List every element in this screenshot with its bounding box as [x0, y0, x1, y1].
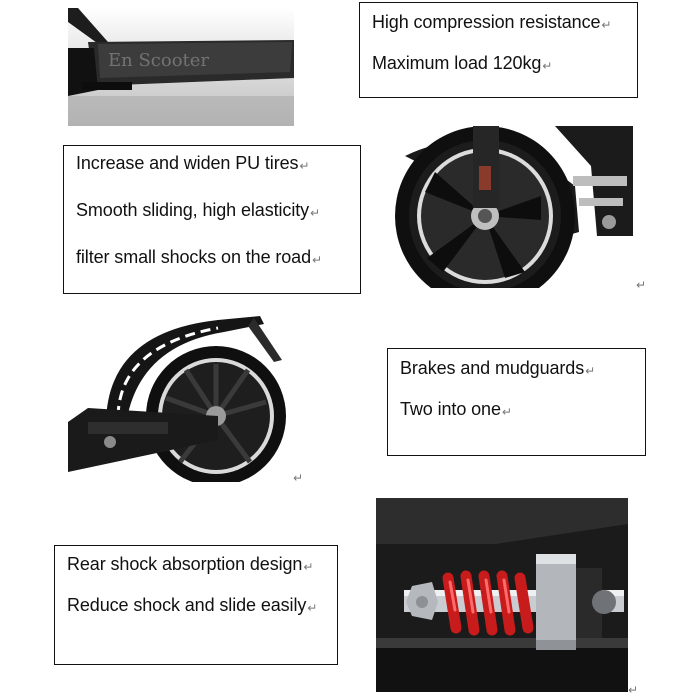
shock-spring-icon — [376, 498, 628, 692]
feature-line: Two into one↵ — [400, 399, 512, 419]
return-mark: ↵ — [293, 471, 304, 485]
front-wheel-icon — [365, 126, 633, 288]
feature-line: Rear shock absorption design↵ — [67, 554, 314, 574]
return-mark: ↵ — [628, 683, 639, 697]
rear-wheel-mudguard-photo — [68, 312, 290, 482]
brakes-feature-box: Brakes and mudguards↵ Two into one↵ — [387, 348, 646, 456]
compression-feature-box: High compression resistance↵ Maximum loa… — [359, 2, 638, 98]
scooter-deck-icon: En Scooter — [68, 8, 294, 126]
tires-feature-box: Increase and widen PU tires↵ Smooth slid… — [63, 145, 361, 294]
return-mark: ↵ — [636, 278, 647, 292]
rear-shock-spring-photo — [376, 498, 628, 692]
feature-line: High compression resistance↵ — [372, 12, 612, 32]
svg-text:En Scooter: En Scooter — [108, 50, 209, 71]
feature-line: Reduce shock and slide easily↵ — [67, 595, 318, 615]
feature-line: Smooth sliding, high elasticity↵ — [76, 200, 320, 220]
front-wheel-photo — [365, 126, 633, 288]
shock-feature-box: Rear shock absorption design↵ Reduce sho… — [54, 545, 338, 665]
rear-wheel-icon — [68, 312, 290, 482]
scooter-deck-photo: En Scooter — [68, 8, 294, 126]
feature-line: Maximum load 120kg↵ — [372, 53, 553, 73]
feature-line: filter small shocks on the road↵ — [76, 247, 322, 267]
feature-line: Increase and widen PU tires↵ — [76, 153, 310, 173]
feature-line: Brakes and mudguards↵ — [400, 358, 596, 378]
